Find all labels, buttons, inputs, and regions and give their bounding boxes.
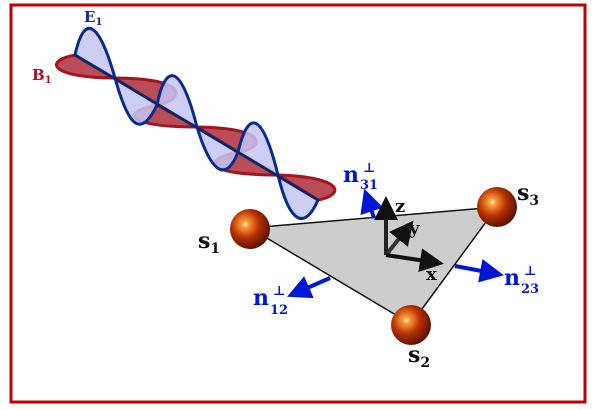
label-n23: n ⊥ 23 — [504, 264, 539, 297]
label-s2: s2 — [408, 342, 430, 371]
label-n31: n ⊥ 31 — [343, 161, 378, 193]
normal-arrow-12 — [287, 276, 331, 299]
label-e1: E1 — [84, 8, 102, 28]
svg-text:n: n — [504, 265, 520, 291]
e-field-wave — [73, 26, 320, 221]
svg-text:23: 23 — [521, 282, 539, 297]
svg-text:⊥: ⊥ — [273, 284, 285, 299]
label-b1: B1 — [32, 66, 52, 86]
svg-text:n: n — [253, 285, 269, 311]
label-x: x — [426, 264, 437, 285]
label-s1: s1 — [198, 228, 220, 257]
svg-text:n: n — [343, 162, 359, 188]
label-s3: s3 — [517, 180, 539, 209]
y-axis-arrow — [384, 220, 414, 257]
frame-border — [9, 3, 587, 404]
label-y: y — [408, 218, 420, 239]
sphere-s3 — [477, 187, 517, 227]
label-z: z — [395, 196, 405, 217]
x-axis-arrow — [385, 248, 444, 273]
wave-axis — [74, 54, 319, 201]
normal-arrow-31 — [360, 188, 384, 219]
svg-text:31: 31 — [360, 178, 378, 193]
sphere-s2 — [391, 305, 431, 345]
label-n12: n ⊥ 12 — [253, 284, 288, 318]
sphere-s1 — [230, 209, 270, 249]
normal-arrow-23 — [454, 258, 504, 283]
svg-text:⊥: ⊥ — [524, 264, 536, 279]
svg-text:12: 12 — [270, 303, 288, 318]
svg-text:⊥: ⊥ — [363, 161, 375, 176]
